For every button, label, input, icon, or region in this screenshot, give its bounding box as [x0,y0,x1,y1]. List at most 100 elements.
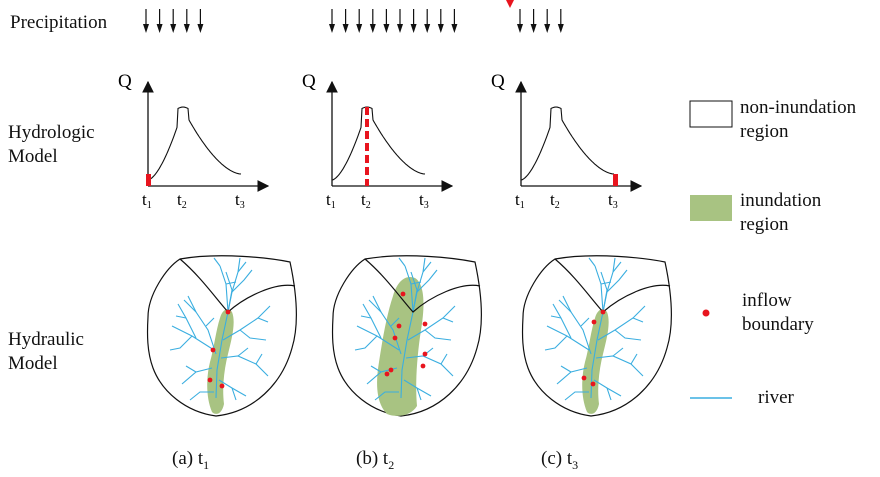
rain-arrow-head [544,24,551,33]
river-branch [558,299,572,313]
time-marker [613,174,618,186]
river-branch [187,295,217,355]
rain-arrow-head [410,24,417,33]
river-branch [225,271,233,313]
inflow-point [400,291,406,297]
inflow-point [422,351,428,357]
river-branch [237,347,249,357]
rain-arrow-head [424,24,431,33]
hydrologic-label-line2: Model [8,146,58,167]
caption-c: (c) t3 [541,448,579,472]
river-branch [544,335,568,351]
tick-label: t1 [326,190,336,211]
legend-non-inundation-line2: region [740,121,789,142]
river-branch [600,271,608,313]
legend-non-inundation-line1: non-inundation [740,97,857,118]
tick-label: t3 [235,190,245,211]
rain-arrow-icon [410,9,417,33]
river-branch [231,387,237,401]
tick-label: t1 [142,190,152,211]
rain-arrow-icon [517,9,523,33]
rain-arrow-icon [451,9,458,33]
river-branch [374,391,399,401]
rain-arrow-head [517,24,523,33]
inflow-point [210,347,216,353]
river-branch [225,281,237,285]
rain-arrow-head [342,24,349,33]
cropped-red-arrow-icon [506,0,514,8]
river-branch [564,391,589,401]
rain-arrow-icon [437,9,444,33]
inundation-area [582,309,609,414]
river-branch [562,295,592,355]
sub-catchment-divide [364,258,481,313]
river-branch [222,305,271,341]
rain-arrow-head [197,24,204,33]
inflow-point [384,371,390,377]
catchment-c [521,255,673,417]
tick-label: t2 [361,190,371,211]
legend-inundation-line1: inundation [740,190,822,211]
legend-inflow-line2: boundary [742,314,814,335]
river-branch [205,317,215,327]
rain-arrow-head [557,24,564,33]
river-branch [612,261,622,273]
hydrologic-label-line1: Hydrologic [8,122,95,143]
river-branch [588,257,596,267]
time-marker [146,174,151,186]
rain-arrow-head [356,24,363,33]
river-branch [372,295,402,355]
river-branch [237,261,247,273]
rain-arrow-icon [369,9,376,33]
hydraulic-label-line2: Model [8,353,58,374]
river-branch [424,329,452,341]
river-branch [257,317,269,323]
rain-arrow-head [451,24,458,33]
river-branch [354,335,378,351]
river-branch [360,315,372,319]
rain-arrow-icon [170,9,177,33]
tick-label: t2 [550,190,560,211]
inflow-point [600,309,606,315]
rain-arrow-head [397,24,403,33]
river-branch [368,299,382,313]
catchment-b [331,255,483,417]
rain-arrow-head [143,24,149,33]
rain-arrow-icon [544,9,551,33]
river-branch [407,305,456,341]
rain-arrow-icon [197,9,204,33]
rain-arrow-icon [143,9,149,33]
river-branch [422,261,432,273]
tick-label: t3 [608,190,618,211]
rain-arrow-icon [156,9,163,33]
river-branch [440,353,448,365]
rain-arrow-icon [383,9,390,33]
river-branch [175,315,187,319]
legend-non-inundation-swatch [689,100,733,128]
river-branch [580,317,590,327]
rain-arrow-head [369,24,376,33]
legend-non-inundation-label: non-inundation region [740,96,856,144]
rain-arrow-icon [356,9,363,33]
rain-arrow-head [156,24,163,33]
hydraulic-model-label: Hydraulic Model [8,328,84,376]
river-branch [630,353,638,365]
river-branch [550,315,562,319]
river-branch [239,329,267,341]
legend-inflow-dot [702,309,710,317]
inflow-point [581,375,587,381]
rain-arrow-head [530,24,537,33]
catchment-maps [146,255,673,417]
inflow-point [396,323,402,329]
inflow-point [392,335,398,341]
rain-arrow-icon [329,9,335,33]
hydraulic-label-line1: Hydraulic [8,329,84,350]
tick-label: t1 [515,190,525,211]
river-branch [416,387,422,401]
precipitation-arrows [143,9,564,33]
river-branch [600,281,612,285]
y-axis-label: Q [491,71,505,92]
river-branch [560,365,572,373]
